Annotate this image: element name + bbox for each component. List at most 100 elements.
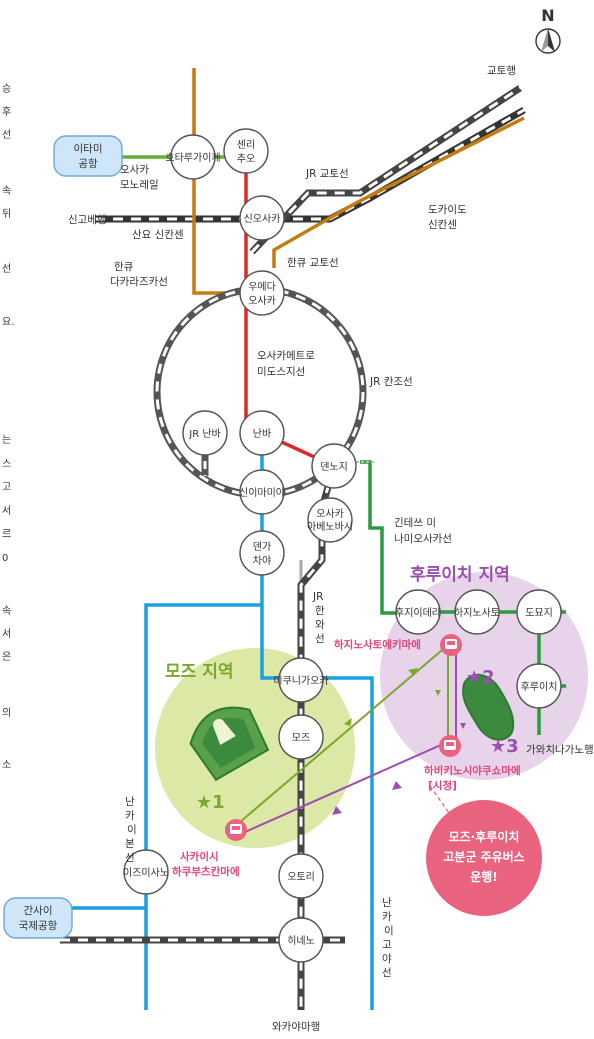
station-umeda-label-1: 우메다 xyxy=(248,281,276,293)
station-furuichi-label: 후루이치 xyxy=(521,681,558,693)
nankai-koya-label-6: 선 xyxy=(382,967,392,979)
station-jr-namba: JR 난바 xyxy=(182,410,228,456)
station-hotarugaike-label: 호타루가이케 xyxy=(165,152,220,164)
station-furuichi: 후루이치 xyxy=(516,663,562,709)
station-hineno-label: 히네노 xyxy=(287,935,315,947)
mozu-area-label: 모즈 지역 xyxy=(165,662,233,682)
nankai-main-label-5: 선 xyxy=(125,852,135,864)
edge-text-k: 서 xyxy=(2,505,11,517)
station-umeda-label-2: 오사카 xyxy=(248,295,276,307)
station-mikunigaoka-label: 미쿠니가오카 xyxy=(273,675,328,687)
edge-text-j: 고 xyxy=(2,482,11,493)
station-mozu: 모즈 xyxy=(278,714,324,760)
itami-airport: 이타미 공항 xyxy=(53,135,123,177)
midosuji-label-1: 오사카메트로 xyxy=(257,350,315,362)
station-namba: 난바 xyxy=(239,410,285,456)
station-tengachaya-label-1: 덴가 xyxy=(253,541,271,553)
compass-label: N xyxy=(541,6,554,25)
edge-text-l: 르 xyxy=(2,529,11,540)
monorail-label-1: 오사카 xyxy=(120,164,149,176)
compass-icon: N xyxy=(535,6,561,54)
itami-airport-label-2: 공항 xyxy=(78,158,98,170)
station-shin-osaka-label: 신오사카 xyxy=(244,213,281,225)
bus-stop-habikino-icon xyxy=(439,735,461,757)
station-senri-label-1: 센리 xyxy=(237,139,255,151)
station-abenobashi-label-1: 오사카 xyxy=(316,508,344,520)
nankai-koya-label-2: 카 xyxy=(382,911,392,923)
hankyu-kyoto-label: 한큐 교토선 xyxy=(287,257,339,269)
bus-stop-sakai-label-2: 하쿠부츠칸마에 xyxy=(172,865,240,878)
station-otori: 오토리 xyxy=(278,853,324,899)
station-umeda: 우메다 오사카 xyxy=(239,270,285,316)
bus-route-mozu xyxy=(239,644,449,833)
nankai-koya-label-1: 난 xyxy=(382,897,392,909)
station-senri-chuo: 센리 추오 xyxy=(223,128,269,174)
bus-stop-sakai-label-1: 사카이시 xyxy=(180,850,219,863)
hankyu-takarazuka-label-2: 다카라즈카선 xyxy=(110,276,168,288)
station-shin-imamiya-label: 신이마미야 xyxy=(239,487,285,499)
jr-hanwa-label-3: 와 xyxy=(315,619,325,631)
landmark-star-1: ★1 xyxy=(196,792,225,813)
nankai-main-label-3: 이 xyxy=(127,824,137,836)
jr-hanwa-label-1: JR xyxy=(312,591,323,603)
station-fujiidera-label: 후지이데라 xyxy=(395,607,441,619)
kansai-airport-label-2: 국제공항 xyxy=(19,920,58,932)
station-izumisano-label: 이즈미사노 xyxy=(123,867,169,879)
nankai-main-label-1: 난 xyxy=(125,796,135,808)
landmark-star-2: ★2 xyxy=(466,667,495,688)
shinkansen-line xyxy=(95,106,526,223)
monorail-label-2: 모노레일 xyxy=(120,178,159,191)
station-izumisano: 이즈미사노 xyxy=(123,849,169,895)
nankai-koya-label-5: 야 xyxy=(382,952,392,965)
kawachi-nagano-bound-label: 가와치나가노행 xyxy=(526,744,594,756)
bus-stop-hajinosato-label: 하지노사토에키마에 xyxy=(334,638,421,651)
furuichi-area-label: 후루이치 지역 xyxy=(410,564,510,585)
hankyu-kyoto-line xyxy=(272,116,525,268)
edge-text-h: 는 xyxy=(2,434,11,446)
station-abenobashi: 오사카 아베노바시 xyxy=(307,497,353,543)
edge-text-q: 의 xyxy=(2,707,11,719)
jr-kyoto-line xyxy=(249,85,522,255)
station-shin-osaka: 신오사카 xyxy=(239,195,285,241)
station-hineno: 히네노 xyxy=(278,917,324,963)
edge-text-i: 스 xyxy=(2,458,11,470)
tokaido-label-2: 신칸센 xyxy=(428,219,457,231)
hankyu-takarazuka-line xyxy=(192,68,240,295)
edge-text-o: 서 xyxy=(2,628,11,640)
station-hotarugaike: 호타루가이케 xyxy=(165,134,221,180)
station-tennoji-label: 덴노지 xyxy=(320,461,348,473)
station-domyoji-label: 도묘지 xyxy=(525,607,553,619)
callout-line-2: 고분군 주유버스 xyxy=(443,849,524,864)
station-mikunigaoka: 미쿠니가오카 xyxy=(273,657,329,703)
station-tengachaya-label-2: 차야 xyxy=(253,555,271,567)
nankai-koya-label-3: 이 xyxy=(384,925,394,937)
station-mozu-label: 모즈 xyxy=(292,733,310,744)
kofun-mozu-icon xyxy=(189,706,270,782)
bus-stop-habikino-label-1: 하비키노시야쿠쇼마에 xyxy=(424,764,521,777)
callout-line-1: 모즈·후루이치 xyxy=(449,829,520,844)
edge-text-e: 뒤 xyxy=(2,208,11,220)
station-abenobashi-label-2: 아베노바시 xyxy=(307,521,353,533)
edge-text-d: 속 xyxy=(2,185,11,197)
tokaido-label-1: 도카이도 xyxy=(428,204,467,216)
nankai-koya-label-4: 고 xyxy=(382,939,392,951)
shin-kobe-bound-label: 신고베행 xyxy=(68,214,107,226)
itami-airport-label-1: 이타미 xyxy=(74,143,103,155)
bus-stop-sakai-icon xyxy=(225,819,247,841)
edge-text-b: 후 xyxy=(2,106,11,118)
station-fujiidera: 후지이데라 xyxy=(395,589,441,635)
callout-line-3: 운행! xyxy=(470,869,498,884)
edge-text-m: 0 xyxy=(2,553,8,564)
wakayama-bound-label: 와카야마행 xyxy=(272,1020,320,1033)
jr-hanwa-label-4: 선 xyxy=(315,633,325,645)
edge-text-g: 요. xyxy=(2,317,14,328)
station-namba-label: 난바 xyxy=(253,428,271,440)
edge-text-a: 승 xyxy=(2,83,11,95)
station-hajinosato-label: 하지노사토 xyxy=(454,606,500,619)
edge-text-c: 선 xyxy=(2,129,11,141)
hankyu-takarazuka-label-1: 한큐 xyxy=(114,261,134,273)
bus-stop-hajinosato-icon xyxy=(440,634,462,656)
jr-kyoto-label: JR 교토선 xyxy=(305,168,349,180)
kofun-furuichi-icon xyxy=(462,674,515,741)
